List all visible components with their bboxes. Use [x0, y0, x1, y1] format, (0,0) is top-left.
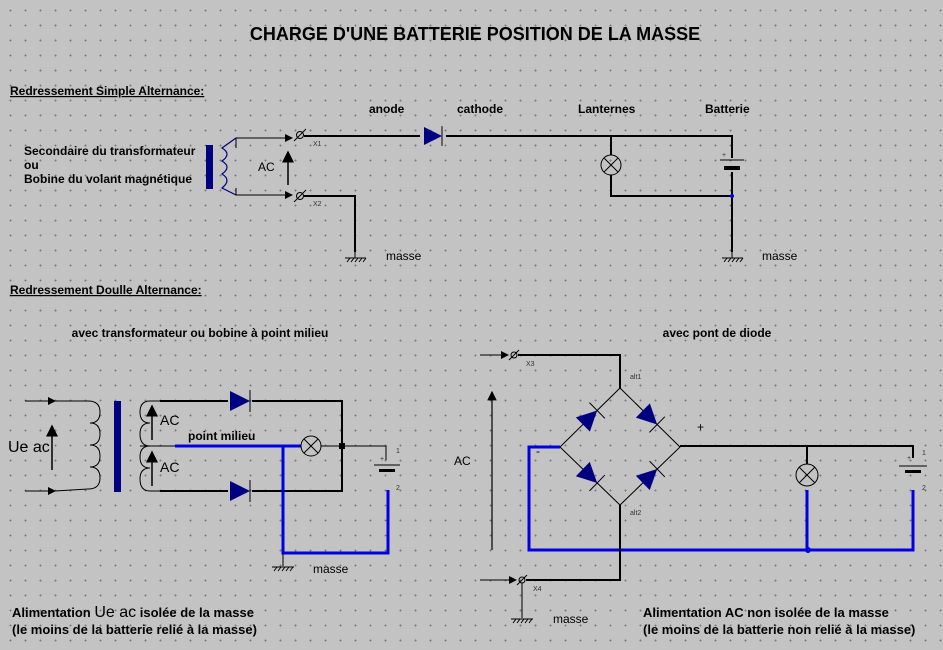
ground-icon: [722, 257, 744, 263]
diode-icon: [575, 461, 606, 492]
transformer-core: [114, 401, 121, 492]
masse-label: masse: [553, 612, 589, 626]
wire: [235, 188, 293, 199]
diode-icon: [575, 402, 606, 432]
wire: [680, 445, 914, 464]
battery-pin-label: 1: [922, 450, 926, 457]
transformer-core: [206, 145, 213, 189]
wire: [518, 354, 621, 388]
wire: [610, 136, 733, 252]
section-heading-double: Redressement Doulle Alternance:: [10, 283, 202, 297]
ground-icon: [345, 257, 367, 263]
diode-icon: [230, 390, 251, 412]
minus-label: -: [536, 444, 540, 458]
batterie-label: Batterie: [705, 102, 750, 116]
terminal-x1-icon: [293, 128, 307, 142]
junction-dot: [730, 194, 734, 198]
svg-text:+: +: [722, 152, 726, 159]
terminal-label: X2: [313, 201, 322, 208]
diode-icon: [424, 126, 443, 146]
diode-icon: [230, 390, 251, 412]
source-label-line1: Secondaire du transformateur: [24, 144, 196, 158]
ground-icon: [272, 566, 294, 572]
battery-icon: [374, 464, 400, 472]
diode-icon: [230, 480, 251, 502]
masse-label: masse: [313, 562, 349, 576]
junction-dot: [805, 547, 811, 553]
alt2-label: alt2: [630, 510, 641, 517]
battery-pin-label: 2: [396, 485, 400, 492]
caption-line1: Alimentation AC non isolée de la masse: [643, 605, 889, 620]
battery-pin-label: 1: [396, 448, 400, 455]
ground-icon: [511, 618, 533, 624]
diode-icon: [635, 403, 666, 433]
subtitle: avec pont de diode: [663, 326, 772, 340]
caption-line2: (le moins de la batterie relié à la mass…: [12, 622, 257, 637]
terminal-x2-icon: [293, 189, 307, 203]
plus-label: +: [697, 420, 704, 434]
subtitle: avec transformateur ou bobine à point mi…: [72, 326, 329, 340]
lamp-icon: [600, 154, 622, 176]
battery-icon: [899, 465, 927, 473]
ac-label: AC: [258, 160, 275, 174]
point-milieu-label: point milieu: [188, 429, 255, 443]
wire: [304, 195, 356, 252]
diode-icon: [230, 480, 251, 502]
lanternes-label: Lanternes: [578, 102, 636, 116]
alt1-label: alt1: [630, 374, 641, 381]
coil-icon: [220, 137, 237, 196]
primary-coil-icon: [54, 400, 101, 492]
terminal-label: X4: [533, 586, 542, 593]
source-label-line3: Bobine du volant magnétique: [24, 172, 192, 186]
center-tap-circuit: avec transformateur ou bobine à point mi…: [8, 326, 400, 637]
page-title: CHARGE D'UNE BATTERIE POSITION DE LA MAS…: [250, 24, 700, 44]
diode-bridge: [575, 402, 666, 492]
ac-label: AC: [454, 454, 471, 468]
ground-wire: [527, 445, 915, 552]
battery-plus-label: +: [907, 455, 911, 462]
lamp-icon: [300, 435, 322, 457]
terminal-label: X1: [313, 141, 322, 148]
ground-wire: [175, 444, 390, 555]
cathode-label: cathode: [457, 102, 503, 116]
lamp-icon: [795, 463, 819, 487]
diode-icon: [635, 460, 666, 491]
caption-line1: Alimentation Ue ac isolée de la masse: [12, 604, 254, 621]
wire: [321, 445, 387, 460]
section-heading-simple: Redressement Simple Alternance:: [10, 84, 204, 98]
diode-icon: [424, 126, 443, 146]
ac-label: AC: [160, 412, 179, 428]
anode-label: anode: [369, 102, 405, 116]
masse-label: masse: [386, 249, 422, 263]
battery-icon: +: [720, 152, 744, 170]
battery-pin-label: 2: [922, 485, 926, 492]
caption-line2: (le moins de la batterie non relié à la …: [643, 622, 915, 637]
terminal-x3-icon: [508, 349, 520, 361]
battery-plus-label: +: [380, 456, 384, 463]
bridge-rectifier-circuit: avec pont de diode X3 alt1 alt2 - + + 1 …: [454, 326, 927, 637]
terminal-label: X3: [526, 361, 535, 368]
masse-label: masse: [762, 249, 798, 263]
source-label-line2: ou: [24, 158, 39, 172]
ac-label: AC: [160, 459, 179, 475]
junction-dot: [339, 443, 345, 449]
wire: [235, 134, 293, 148]
simple-alternance-circuit: Redressement Simple Alternance: Secondai…: [10, 84, 798, 263]
bridge-wire: [559, 387, 681, 506]
wire: [526, 505, 621, 581]
wire: [304, 135, 733, 158]
ue-ac-label: Ue ac: [8, 439, 50, 456]
